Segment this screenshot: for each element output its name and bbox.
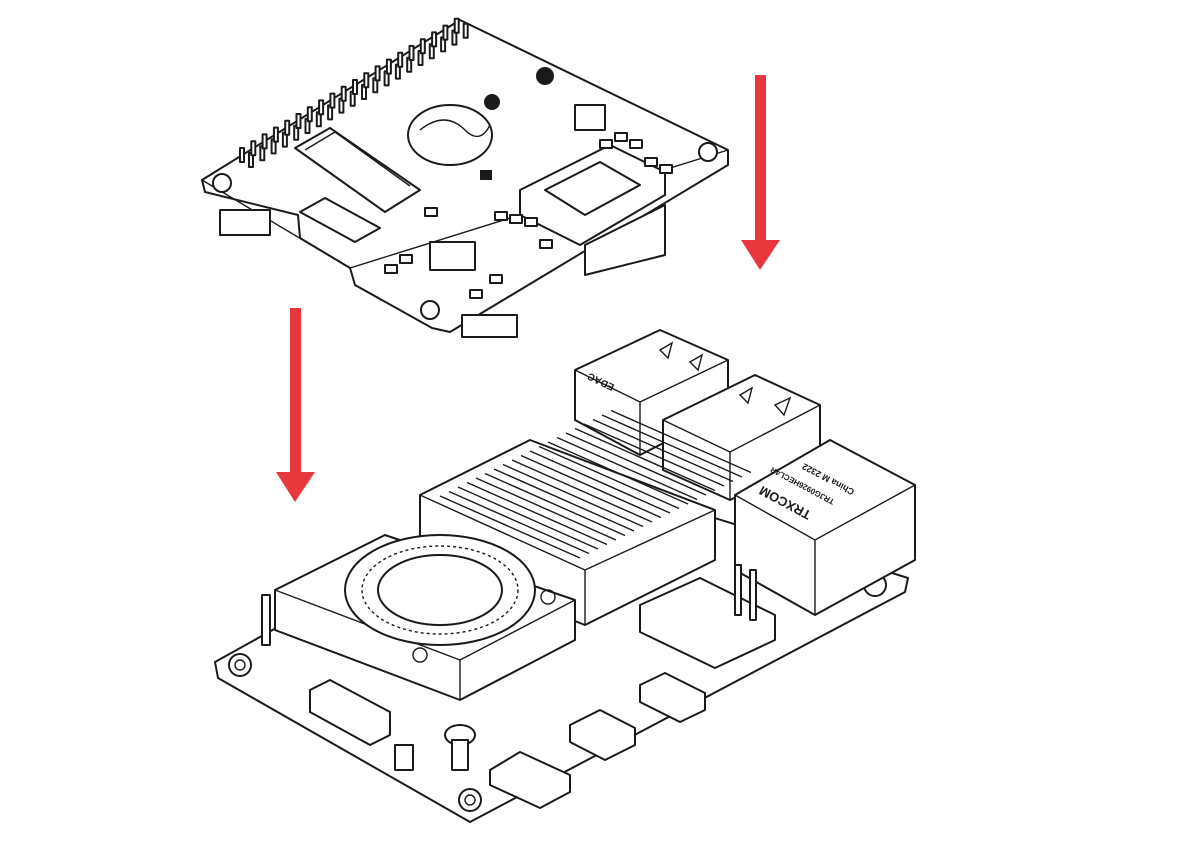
- smd-component: [614, 132, 628, 142]
- logo-icon: [407, 104, 493, 166]
- header-pin: [397, 51, 404, 68]
- smd-component: [489, 274, 503, 284]
- heatsink-fin: [448, 490, 590, 555]
- heatsink-fin: [493, 468, 635, 532]
- heatsink-fin: [439, 495, 581, 559]
- ethernet-port: TRXCOM TRJG0926HECL4R China M 2322: [734, 439, 916, 616]
- header-pin: [318, 99, 325, 116]
- smd-component: [399, 254, 413, 264]
- header-pin: [250, 140, 257, 157]
- smd-component: [659, 164, 673, 174]
- heatsink-fin: [511, 459, 653, 523]
- heatsink-fin: [556, 436, 698, 501]
- heatsink-fin: [475, 477, 617, 541]
- down-arrow-left: [276, 308, 315, 502]
- header-pin: [408, 45, 415, 61]
- heatsink-fin: [601, 414, 743, 478]
- heatsink-fin: [520, 454, 662, 519]
- header-pin: [340, 85, 347, 102]
- header-pin: [374, 65, 381, 82]
- smd-component: [469, 289, 483, 299]
- heatsink-fin: [484, 472, 626, 537]
- smd-component: [524, 217, 538, 227]
- smd-component: [494, 211, 508, 221]
- header-pin: [442, 24, 449, 41]
- heatsink-fin: [538, 445, 680, 510]
- header-pin: [272, 126, 279, 143]
- heatsink-fin: [466, 481, 608, 546]
- heatsink-fin: [583, 423, 725, 487]
- heatsink-fin: [610, 409, 752, 474]
- header-pin: [352, 79, 358, 95]
- smd-component: [599, 139, 613, 149]
- heatsink-fin: [502, 463, 644, 528]
- smd-component: [424, 207, 438, 217]
- smd-component: [644, 157, 658, 167]
- header-pin: [419, 38, 426, 55]
- header-pin: [431, 31, 438, 48]
- heatsink-fin: [457, 486, 599, 550]
- header-pin: [385, 58, 392, 75]
- cooling-fan: [274, 534, 576, 701]
- heatsink-fin: [565, 432, 707, 496]
- header-pin: [284, 119, 291, 136]
- down-arrow-right: [741, 75, 780, 270]
- header-pin: [306, 106, 313, 123]
- smd-component: [509, 214, 523, 224]
- heatsink-fin: [592, 418, 734, 483]
- header-pin: [363, 72, 370, 89]
- header-pin: [462, 22, 469, 39]
- smd-component: [539, 239, 553, 249]
- smd-component: [629, 139, 643, 149]
- header-pin: [239, 147, 245, 163]
- board-connectors: [309, 564, 776, 809]
- smd-component: [384, 264, 398, 274]
- heatsink-fin: [574, 427, 716, 492]
- hat-board: [201, 17, 729, 338]
- header-pin: [453, 17, 460, 34]
- heatsink-fin: [529, 450, 671, 514]
- heatsink-fin: [547, 441, 689, 505]
- header-pin: [329, 92, 336, 109]
- header-pin: [261, 133, 268, 150]
- header-pin: [295, 113, 302, 129]
